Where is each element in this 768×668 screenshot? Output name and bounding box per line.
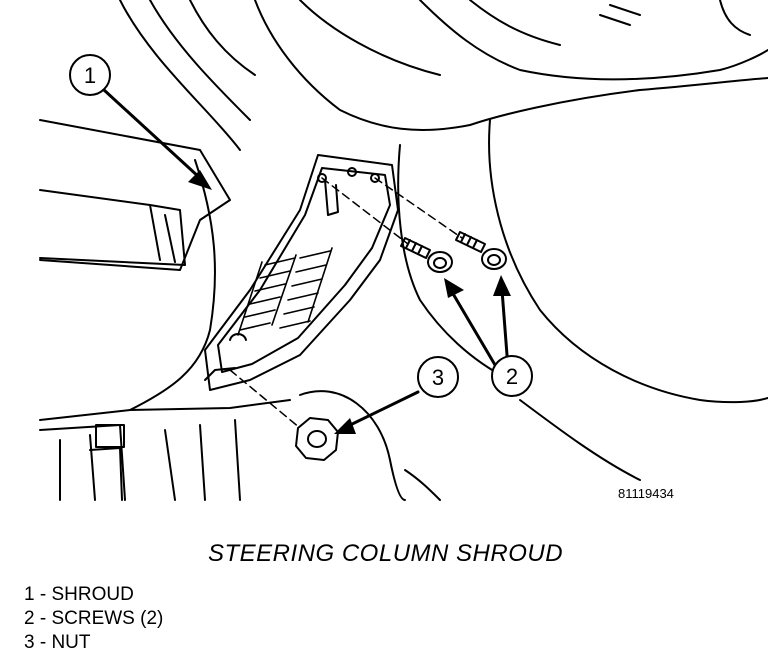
callout-3: 3: [417, 356, 459, 398]
nut-part: [295, 417, 339, 461]
callout-1-number: 1: [84, 63, 96, 88]
screws: [400, 231, 507, 273]
arrow-1: [102, 88, 202, 180]
legend-item-nut: 3 - NUT: [24, 632, 91, 653]
lower-trim-outline: [39, 159, 291, 501]
callout-2-number: 2: [506, 364, 518, 389]
arrow-heads: [188, 170, 511, 434]
arrow-3: [342, 390, 420, 430]
callout-3-number: 3: [432, 365, 444, 390]
legend-item-shroud: 1 - SHROUD: [24, 584, 134, 605]
arrow-2b: [500, 288, 510, 370]
figure-caption: STEERING COLUMN SHROUD: [208, 540, 564, 567]
figure-number: 81119434: [618, 486, 674, 501]
callout-2: 2: [491, 355, 533, 397]
screw-right: [455, 231, 507, 270]
leader-arrows: [102, 88, 510, 430]
connector-slots: [237, 247, 333, 336]
screw-left: [400, 237, 453, 273]
legend-item-screws: 2 - SCREWS (2): [24, 608, 164, 629]
shroud-part: [204, 154, 399, 391]
arrow-2a: [450, 290, 500, 372]
dashboard-outline: [119, 0, 768, 151]
left-panel-outline: [39, 119, 231, 271]
alignment-lines: [229, 177, 463, 429]
callout-1: 1: [69, 54, 111, 96]
legend: 1 - SHROUD 2 - SCREWS (2) 3 - NUT: [24, 583, 163, 655]
